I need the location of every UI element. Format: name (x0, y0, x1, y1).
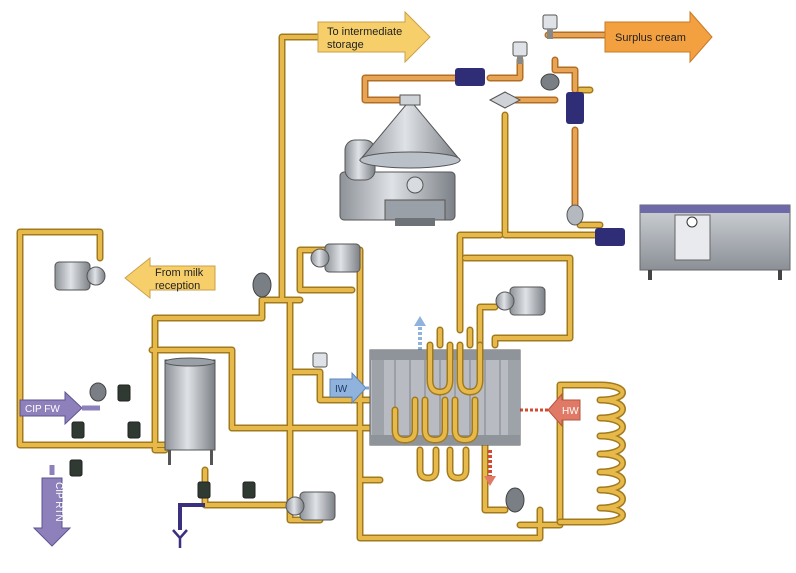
iw-arrow: IW (329, 371, 395, 405)
cip-fw-arrow: CIP FW (19, 390, 100, 426)
hw-arrow: HW (520, 392, 581, 428)
valve-icon (540, 73, 560, 91)
pump-icon (310, 243, 361, 273)
phe-loops (391, 341, 484, 482)
valve-icon (197, 481, 211, 499)
valve-icon (71, 421, 85, 439)
valve-icon (566, 204, 584, 226)
cream-pipes (361, 31, 614, 224)
drain-icon (172, 503, 205, 548)
surplus-cream-arrow: Surplus cream (604, 10, 713, 64)
control-panel-icon (639, 204, 791, 280)
valve-icon (252, 272, 272, 298)
pump-icon (495, 286, 546, 316)
surplus-cream-label: Surplus cream (615, 32, 686, 44)
tank-icon (164, 357, 216, 465)
water-stubs (414, 316, 496, 486)
iw-label: IW (335, 384, 348, 395)
holding-tube-icon (556, 381, 626, 526)
separator-icon (339, 94, 462, 226)
cip-fw-label: CIP FW (25, 404, 60, 415)
valve-icon (542, 14, 558, 39)
valve-icon (512, 41, 528, 64)
flowmeter-icon (566, 92, 584, 124)
cip-rtn-label: CIP RTN (53, 482, 64, 522)
valve-icon (89, 382, 107, 402)
valve-icon (312, 352, 328, 368)
pump-icon (54, 261, 106, 291)
valve-icon (117, 384, 131, 402)
from-milk-label-2: reception (155, 280, 200, 292)
to-storage-label-1: To intermediate (327, 26, 402, 38)
flowmeter-icon (595, 228, 625, 246)
from-milk-label-1: From milk (155, 267, 204, 279)
hw-label: HW (562, 406, 579, 417)
valve-icon (127, 421, 141, 439)
valve-icon (69, 459, 83, 477)
cip-rtn-arrow: CIP RTN (32, 465, 72, 547)
pump-icon (285, 491, 336, 521)
valve-icon (242, 481, 256, 499)
to-storage-arrow: To intermediate storage (317, 10, 431, 64)
to-storage-label-2: storage (327, 39, 364, 51)
valve-icon (505, 487, 525, 513)
valve-icon (488, 91, 522, 109)
flowmeter-icon (455, 68, 485, 86)
from-milk-arrow: From milk reception (124, 256, 216, 300)
